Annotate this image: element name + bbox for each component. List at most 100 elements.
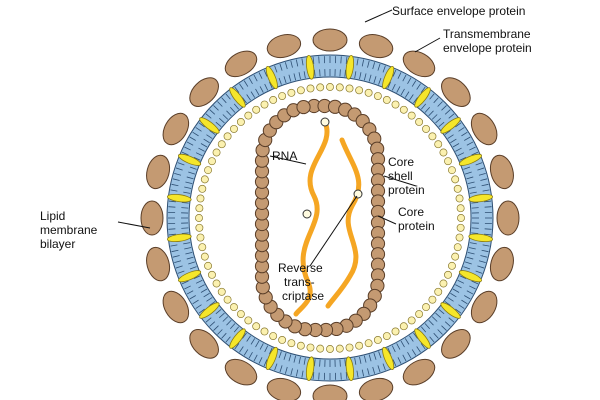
lipid-tail — [181, 280, 189, 285]
lipid-tail — [356, 370, 359, 378]
lipid-tail — [198, 122, 205, 128]
core-shell-bead — [269, 332, 278, 340]
lipid-tail — [186, 176, 194, 180]
transmembrane-protein — [440, 302, 461, 319]
lipid-tail — [205, 113, 212, 119]
core-shell-bead — [444, 270, 452, 279]
surface-protein — [312, 384, 348, 400]
lipid-tail — [416, 346, 421, 353]
core-shell-bead — [200, 175, 209, 184]
surface-protein — [266, 34, 302, 59]
core-shell-bead — [252, 105, 261, 114]
transmembrane-protein — [178, 270, 202, 283]
lipid-tail — [372, 62, 376, 70]
core-shell-bead — [306, 84, 315, 93]
lipid-tail — [209, 301, 216, 306]
lipid-tail — [481, 249, 489, 253]
core-shell-protein-ring — [195, 83, 465, 353]
lipid-tail — [377, 63, 381, 71]
lipid-tail — [184, 247, 192, 250]
lipid-tail — [295, 59, 299, 67]
lipid-tail — [203, 138, 210, 144]
lipid-tail — [471, 151, 479, 156]
core-shell-bead — [195, 204, 204, 213]
lipid-tail — [293, 355, 297, 363]
core-shell-bead — [296, 341, 305, 350]
lipid-tail — [420, 343, 426, 350]
lipid-tail — [222, 316, 229, 322]
lipid-tail — [438, 121, 445, 128]
lipid-tail — [420, 86, 426, 93]
core-shell-bead — [345, 343, 354, 352]
lipid-tail — [363, 73, 367, 81]
lipid-tail — [391, 83, 396, 91]
lipid-tail — [221, 97, 227, 104]
lipid-tail — [255, 88, 260, 96]
lipid-tail — [407, 77, 412, 84]
core-shell-bead — [278, 92, 287, 101]
lipid-tail — [246, 335, 251, 342]
lipid-tail — [377, 365, 381, 373]
lipid-tail — [404, 338, 410, 345]
leader-lines — [117, 9, 441, 267]
core-shell-bead — [195, 223, 204, 232]
transmembrane-protein — [414, 328, 431, 349]
lipid-tail — [429, 93, 435, 100]
core-shell-bead — [355, 341, 364, 350]
lipid-tail — [258, 72, 263, 79]
lipid-tail — [402, 74, 407, 82]
lipid-tail — [437, 329, 443, 335]
surface-protein — [402, 358, 436, 386]
lipid-tail — [186, 256, 194, 260]
core-shell-bead — [407, 111, 416, 120]
lipid-tail — [450, 138, 457, 144]
lipid-tail — [230, 323, 236, 329]
lipid-tail — [477, 167, 485, 171]
lipid-tail — [259, 86, 264, 93]
transmembrane-protein — [468, 193, 494, 203]
core-shell-bead — [326, 83, 334, 91]
lipid-tail — [186, 290, 194, 295]
lipid-tail — [184, 146, 191, 151]
surface-protein — [266, 377, 302, 400]
lipid-tail — [239, 83, 244, 90]
lipid-tail — [354, 71, 357, 79]
core-shell-bead — [195, 214, 203, 222]
lipid-tail — [482, 244, 490, 247]
lipid-tail — [269, 81, 273, 89]
core-shell-bead — [196, 194, 205, 203]
core-shell-bead — [326, 345, 334, 353]
surface-protein — [162, 112, 190, 146]
lipid-tail — [411, 349, 417, 356]
lipid-tail — [242, 97, 247, 104]
lipid-tail — [459, 157, 467, 161]
label-lipid-line2: membrane — [40, 223, 98, 237]
surface-protein — [402, 50, 436, 78]
lipid-tail — [387, 347, 391, 355]
lipid-tail — [170, 189, 178, 192]
lipid-tail — [253, 74, 258, 82]
transmembrane-protein — [345, 356, 355, 382]
rna-strands — [293, 117, 363, 317]
lipid-tail — [464, 136, 471, 141]
lipid-tail — [213, 105, 219, 111]
lipid-tail — [345, 372, 348, 380]
transmembrane-protein — [305, 54, 315, 80]
core-shell-bead — [217, 140, 226, 149]
lipid-tail — [387, 81, 391, 89]
lipid-tail — [471, 202, 479, 204]
lipid-tail — [431, 114, 438, 120]
transmembrane-protein — [199, 117, 220, 134]
core-shell-bead — [212, 148, 221, 157]
core-shell-bead — [453, 243, 462, 252]
lipid-tail — [184, 285, 191, 290]
core-shell-bead — [434, 287, 443, 296]
lipid-tail — [444, 109, 451, 115]
lipid-tail — [409, 335, 414, 342]
lipid-tail — [455, 147, 462, 152]
surface-protein — [312, 28, 348, 52]
core-shell-bead — [244, 111, 253, 120]
lipid-tail — [175, 167, 183, 171]
lipid-tail — [466, 256, 474, 260]
lipid-tail — [466, 141, 474, 146]
